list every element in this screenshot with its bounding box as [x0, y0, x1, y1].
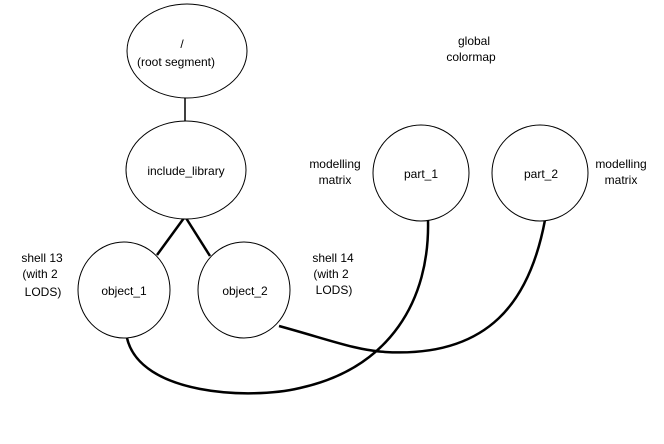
note-part-2-modelling-line2: matrix	[605, 173, 638, 187]
node-include-library[interactable]: include_library	[125, 120, 247, 220]
note-shell-13: shell 13 (with 2 LODS)	[21, 251, 63, 299]
note-shell-14-line1: shell 14	[312, 251, 354, 265]
node-part-2-shape	[491, 124, 589, 222]
node-part-1[interactable]: part_1	[372, 124, 470, 222]
note-global-colormap: global colormap	[446, 34, 496, 64]
note-shell-14-line3: LODS)	[316, 283, 353, 297]
node-root-label-line1: /	[180, 37, 184, 51]
node-include-library-label: include_library	[147, 164, 224, 178]
node-part-2[interactable]: part_2	[491, 124, 589, 222]
note-shell-14-line2: (with 2	[313, 267, 349, 281]
note-part-1-modelling-line1: modelling	[309, 157, 360, 171]
note-shell-13-line3: LODS)	[25, 285, 62, 299]
note-part-2-modelling-matrix: modelling matrix	[595, 157, 646, 187]
note-global-colormap-line2: colormap	[446, 50, 496, 64]
note-shell-13-line1: shell 13	[21, 251, 63, 265]
note-part-2-modelling-line1: modelling	[595, 157, 646, 171]
node-root-label-line2: (root segment)	[137, 55, 215, 69]
edge-part-1-to-object-1	[125, 219, 430, 395]
node-part-1-shape	[372, 124, 470, 222]
node-part-2-label: part_2	[524, 167, 558, 181]
note-part-1-modelling-line2: matrix	[319, 173, 352, 187]
node-object-1[interactable]: object_1	[77, 241, 171, 339]
node-root-shape	[126, 3, 248, 99]
node-part-1-label: part_1	[404, 167, 438, 181]
node-object-1-shape	[77, 241, 171, 339]
note-global-colormap-line1: global	[458, 34, 490, 48]
node-object-1-label: object_1	[101, 284, 147, 298]
edge-part-2-to-object-2	[278, 219, 547, 354]
note-shell-13-line2: (with 2	[22, 267, 58, 281]
node-object-2[interactable]: object_2	[197, 241, 291, 339]
node-root-segment[interactable]: / (root segment)	[126, 3, 248, 99]
note-part-1-modelling-matrix: modelling matrix	[309, 157, 360, 187]
node-object-2-label: object_2	[222, 284, 268, 298]
node-include-library-shape	[125, 120, 247, 220]
edge-include-library-to-object-2	[184, 217, 212, 257]
note-shell-14: shell 14 (with 2 LODS)	[312, 251, 354, 297]
node-object-2-shape	[197, 241, 291, 339]
edge-include-library-to-object-1	[155, 217, 186, 256]
